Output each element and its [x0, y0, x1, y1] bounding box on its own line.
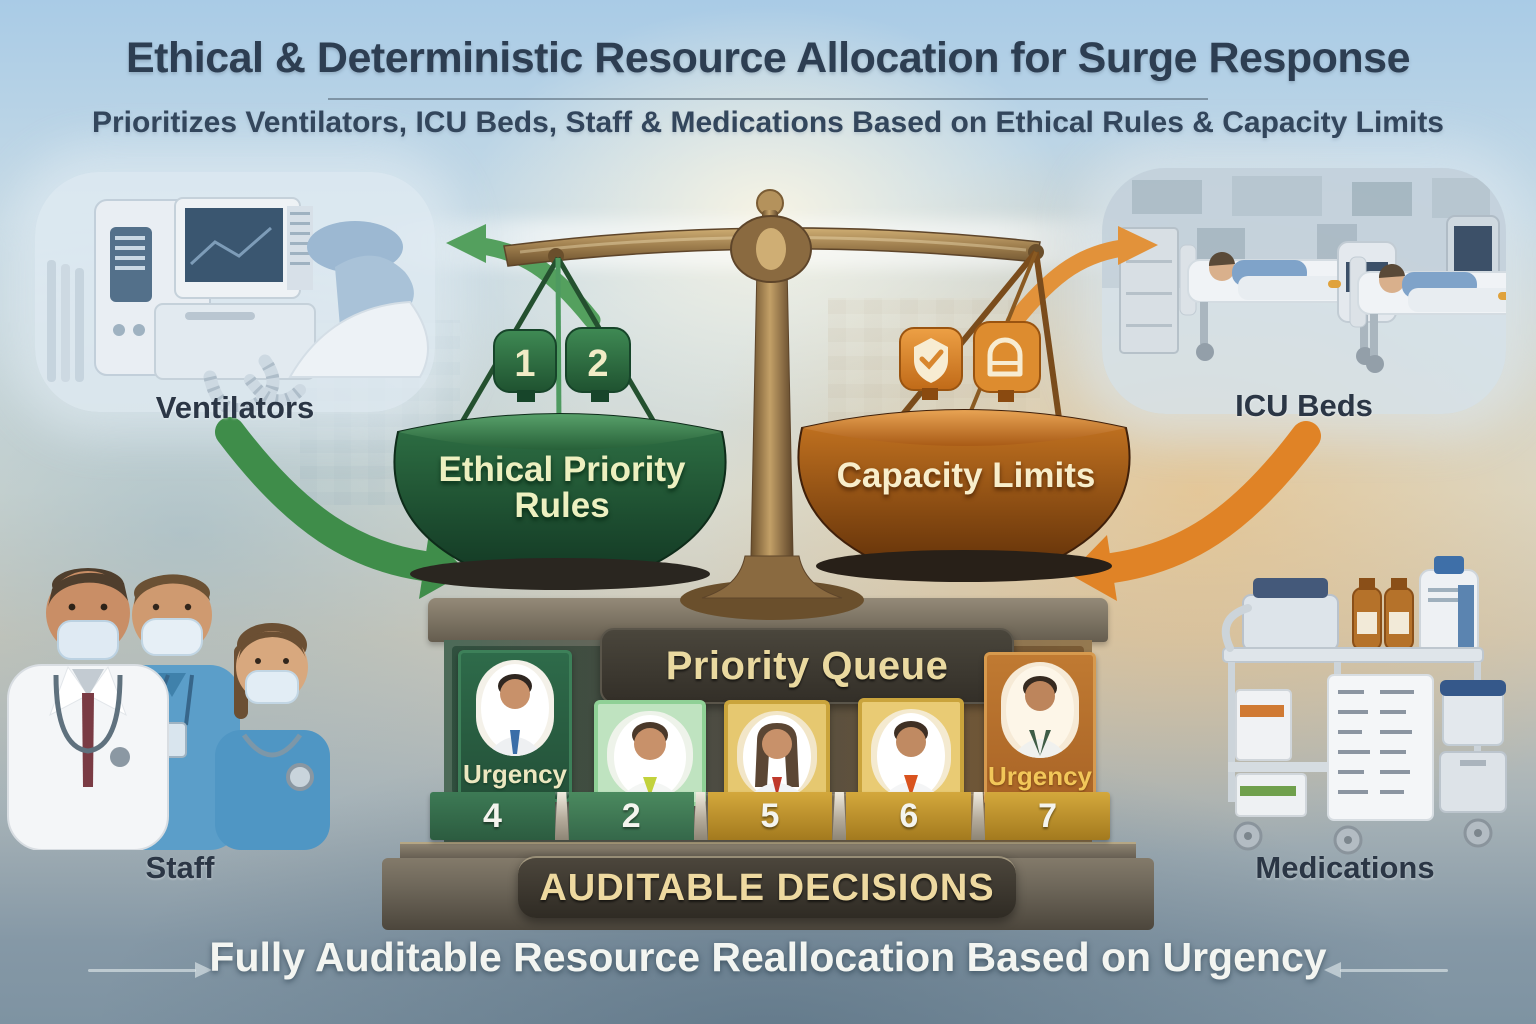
- patient-portrait: [871, 709, 951, 799]
- urgency-slot: 4: [430, 792, 555, 840]
- patient-card-1: Urgency: [458, 650, 572, 802]
- medications-cart-illustration: [1221, 556, 1507, 855]
- auditable-decisions-banner: AUDITABLE DECISIONS: [518, 856, 1016, 918]
- urgency-slot: 5: [707, 792, 833, 840]
- footer-caption: Fully Auditable Resource Reallocation Ba…: [209, 934, 1327, 980]
- patient-card-4: [858, 698, 964, 806]
- icu-beds-illustration: [1102, 168, 1506, 378]
- urgency-slot: 7: [985, 792, 1110, 840]
- strip-divider: [832, 792, 847, 840]
- strip-divider: [971, 792, 986, 840]
- patient-card-2: [594, 700, 706, 806]
- patient-portrait: [476, 660, 554, 756]
- urgency-number-strip: 4 2 5 6 7: [430, 792, 1110, 840]
- urgency-slot: 6: [846, 792, 972, 840]
- patient-portrait: [737, 711, 817, 799]
- urgency-label-right: Urgency: [987, 761, 1093, 791]
- page-title: Ethical & Deterministic Resource Allocat…: [125, 34, 1411, 82]
- capacity-limits-label: Capacity Limits: [836, 456, 1096, 495]
- staff-label: Staff: [145, 850, 215, 885]
- title-underline: [328, 98, 1208, 100]
- ventilators-label: Ventilators: [155, 390, 315, 425]
- page-subtitle: Prioritizes Ventilators, ICU Beds, Staff…: [92, 106, 1444, 139]
- ventilator-illustration: [47, 197, 429, 412]
- svg-text:1: 1: [514, 343, 535, 385]
- footer-arrow-right-icon: [1324, 962, 1448, 978]
- patient-card-5: Urgency: [984, 652, 1096, 806]
- medications-label: Medications: [1255, 850, 1435, 885]
- strip-divider: [554, 792, 569, 840]
- priority-queue-plaque: Priority Queue: [600, 628, 1014, 704]
- svg-text:2: 2: [587, 343, 608, 385]
- patient-card-3: [724, 700, 830, 806]
- staff-illustration: [7, 568, 330, 850]
- footer-arrow-left-icon: [88, 962, 212, 978]
- beam-glow: [360, 220, 1180, 268]
- strip-divider: [693, 792, 708, 840]
- icu-beds-label: ICU Beds: [1235, 388, 1373, 423]
- priority-tag-1: 1: [493, 329, 557, 402]
- urgency-label-left: Urgency: [462, 759, 568, 789]
- patient-portrait: [1001, 662, 1079, 758]
- urgency-slot: 2: [568, 792, 694, 840]
- patient-portrait: [607, 711, 693, 799]
- priority-tag-2: 2: [565, 327, 631, 402]
- ventilators-vignette: [35, 172, 435, 412]
- ethical-priority-rules-label: Ethical Priority Rules: [438, 450, 686, 526]
- icu-beds-vignette: [1102, 168, 1506, 414]
